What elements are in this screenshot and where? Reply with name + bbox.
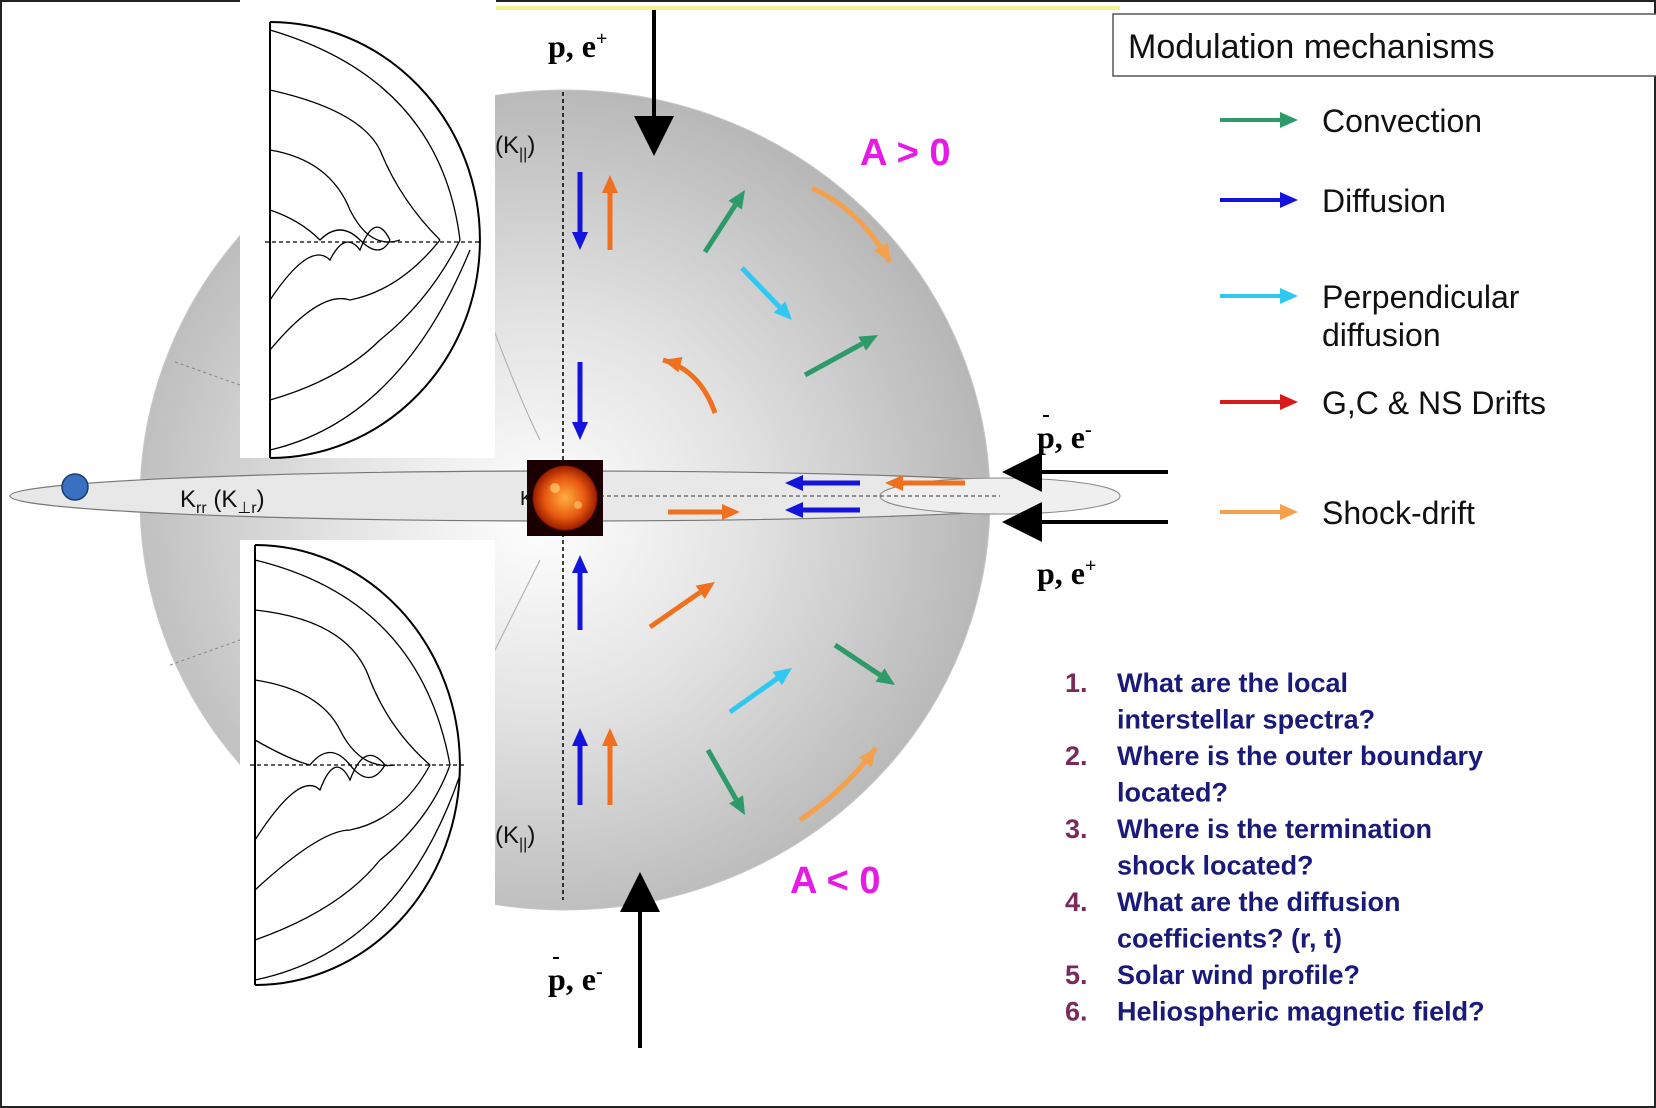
question-number: 2. — [1065, 741, 1088, 771]
legend-title-box — [1112, 13, 1656, 77]
top-particles-label: p, e+ — [548, 28, 607, 64]
convection-arrow-lower-2 — [705, 748, 745, 815]
legend: Modulation mechanisms ConvectionDiffusio… — [1112, 13, 1656, 531]
diffusion-arrow-bottom-up — [572, 728, 588, 805]
legend-item: Diffusion — [1220, 183, 1446, 219]
question-number: 3. — [1065, 814, 1088, 844]
mechanism-arrows — [572, 172, 965, 823]
question-number: 6. — [1065, 997, 1088, 1027]
question-item: 3. Where is the termination shock located? — [1065, 814, 1432, 881]
lower-fieldline-panel — [250, 544, 465, 986]
diffusion-arrow-sheet-lower — [785, 502, 860, 518]
question-item: 4. What are the diffusion coefficients? (r… — [1065, 887, 1401, 954]
legend-title: Modulation mechanisms — [1128, 28, 1495, 66]
legend-item-label: Convection — [1322, 103, 1482, 139]
legend-item-label-2: diffusion — [1322, 317, 1441, 353]
question-number: 5. — [1065, 960, 1088, 990]
question-text: Heliospheric magnetic field? — [1117, 997, 1485, 1027]
sun-k-label: K — [520, 488, 534, 510]
orange-arrow-sheet-right — [668, 504, 740, 520]
a-negative-label: A < 0 — [790, 860, 880, 902]
a-positive-label: A > 0 — [860, 132, 950, 174]
legend-swatch-arrow — [1220, 288, 1298, 304]
legend-item: Convection — [1220, 103, 1482, 139]
question-text: shock located? — [1117, 851, 1314, 881]
orange-arrow-bottom-up — [602, 728, 618, 805]
convection-arrow-upper-2 — [803, 335, 878, 378]
legend-swatch-arrow — [1220, 192, 1298, 208]
legend-swatch-arrow — [1220, 394, 1298, 410]
orange-curved-arrow-upper — [662, 356, 718, 414]
diffusion-arrow-sheet-upper — [785, 475, 860, 491]
perpendicular-arrow-lower — [728, 668, 792, 715]
upper-fieldline-panel — [265, 21, 481, 459]
diffusion-arrow-top-down — [572, 172, 588, 250]
legend-item-label: Perpendicular — [1322, 279, 1520, 315]
k-parallel-bottom-label: (K||) — [495, 822, 535, 853]
earth-dot — [61, 473, 89, 501]
legend-swatch-arrow — [1220, 112, 1298, 128]
right-bottom-particles-label: p, e+ — [1037, 555, 1096, 591]
legend-item-label: G,C & NS Drifts — [1322, 385, 1546, 421]
question-item: 6. Heliospheric magnetic field? — [1065, 997, 1485, 1027]
k-rr-label: Krr (K⊥r) — [180, 486, 265, 517]
diffusion-arrow-low-up — [572, 555, 588, 630]
shock-drift-arrow-lower — [798, 746, 879, 823]
convection-arrow-upper-1 — [702, 190, 745, 254]
question-text: located? — [1117, 778, 1228, 808]
lower-panel-bg — [240, 540, 495, 1010]
question-text: Solar wind profile? — [1117, 960, 1360, 990]
question-text: Where is the termination — [1117, 814, 1432, 844]
bottom-particles-label: p, e- — [548, 961, 603, 997]
legend-swatch-arrow — [1220, 504, 1298, 520]
question-number: 1. — [1065, 668, 1088, 698]
orange-arrow-lower — [648, 582, 715, 630]
question-text: coefficients? (r, t) — [1117, 924, 1342, 954]
question-text: What are the local — [1117, 668, 1348, 698]
question-text: What are the diffusion — [1117, 887, 1401, 917]
shock-drift-arrow-upper — [810, 185, 893, 264]
incoming-particle-arrows — [620, 10, 1168, 1048]
right-top-particles-label: p, e- — [1037, 419, 1092, 455]
convection-arrow-lower-1 — [833, 642, 895, 685]
legend-item: Shock-drift — [1220, 495, 1475, 531]
diffusion-arrow-mid-down — [572, 362, 588, 440]
sun-image — [527, 460, 603, 536]
question-list: 1. What are the local interstellar spectra… — [1065, 668, 1485, 1027]
question-number: 4. — [1065, 887, 1088, 917]
perpendicular-arrow-upper — [740, 266, 792, 320]
orange-arrow-top-up — [602, 175, 618, 250]
question-item: 5. Solar wind profile? — [1065, 960, 1360, 990]
orange-arrow-sheet-left — [885, 475, 965, 491]
legend-item: G,C & NS Drifts — [1220, 385, 1546, 421]
upper-panel-bg — [240, 0, 495, 458]
legend-item-label: Diffusion — [1322, 183, 1446, 219]
question-item: 2. Where is the outer boundary located? — [1065, 741, 1483, 808]
question-text: interstellar spectra? — [1117, 705, 1375, 735]
question-text: Where is the outer boundary — [1117, 741, 1483, 771]
question-item: 1. What are the local interstellar spectra… — [1065, 668, 1375, 735]
legend-item-label: Shock-drift — [1322, 495, 1475, 531]
k-parallel-top-label: (K||) — [495, 132, 535, 163]
